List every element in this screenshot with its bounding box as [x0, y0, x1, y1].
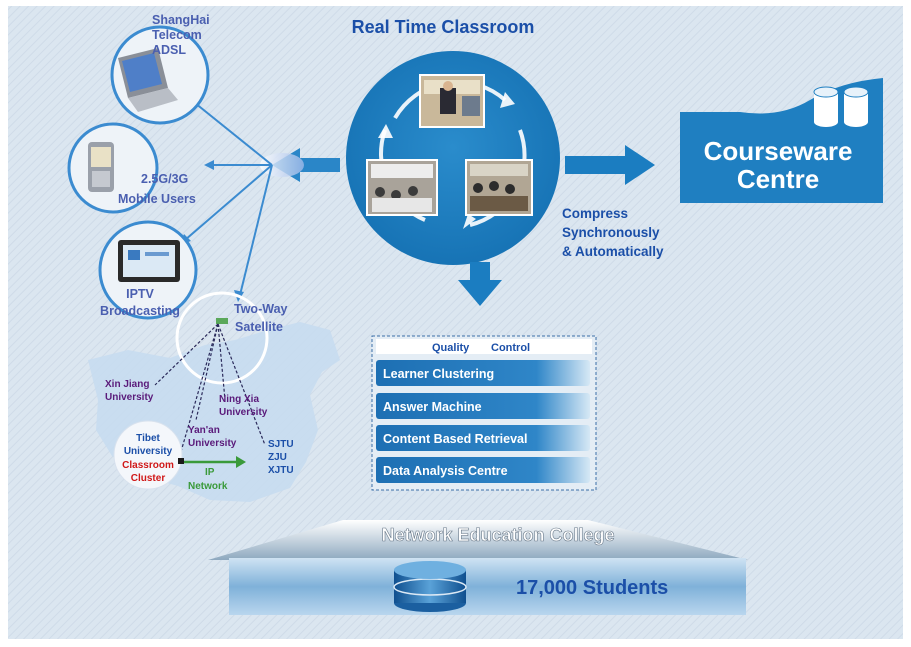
compress-line-2: Synchronously [562, 225, 660, 240]
qc-item-label: Learner Clustering [383, 367, 494, 381]
mobile-line-1: 2.5G/3G [141, 172, 188, 186]
qc-item-label: Content Based Retrieval [383, 432, 527, 446]
qc-item-data-analysis-centre [376, 457, 590, 483]
compress-line-3: & Automatically [562, 244, 664, 259]
cluster-line-2: Cluster [131, 473, 166, 484]
classroom-photo-left [366, 159, 438, 216]
down-arrow-quality-control [458, 262, 502, 306]
satellite-line-1: Two-Way [234, 302, 288, 316]
yanan-line-2: University [188, 438, 237, 449]
satellite-line-2: Satellite [235, 320, 283, 334]
xinjiang-line-1: Xin Jiang [105, 379, 149, 390]
qc-item-answer-machine [376, 393, 590, 419]
tibet-cluster-node: Tibet University Classroom Cluster [113, 420, 183, 490]
ningxia-line-1: Ning Xia [219, 394, 259, 405]
mobile-phone-icon [88, 142, 114, 192]
compress-caption: Compress Synchronously & Automatically [562, 206, 664, 259]
ningxia-line-2: University [219, 407, 268, 418]
qc-item-learner-clustering [376, 360, 590, 386]
courseware-centre-box: Courseware Centre [680, 78, 883, 203]
adsl-line-1: ShangHai [152, 13, 210, 27]
distribution-lines [184, 102, 273, 296]
student-database-icon [393, 561, 467, 612]
qc-header-right: Control [491, 342, 530, 354]
satellite-links [154, 323, 266, 456]
centre-label: Centre [737, 164, 819, 194]
adsl-node: ShangHai Telecom ADSL [110, 13, 210, 125]
classroom-photo-right [465, 159, 533, 216]
ip-line-1: IP [205, 467, 215, 478]
mobile-node: 2.5G/3G Mobile Users [67, 122, 196, 214]
real-time-classroom-circle [346, 51, 560, 265]
quality-control-panel: Quality Control Learner Clustering Answe… [371, 335, 597, 491]
qc-header-left: Quality [432, 342, 470, 354]
classroom-photo-top [419, 74, 485, 128]
courseware-label: Courseware [704, 136, 853, 166]
iptv-node: IPTV Broadcasting [98, 220, 198, 320]
tv-icon [118, 240, 180, 282]
sjtu-label: SJTU [268, 439, 294, 450]
ip-line-2: Network [188, 481, 228, 492]
tibet-line-2: University [124, 446, 173, 457]
students-count: 17,000 Students [516, 577, 668, 599]
iptv-line-2: Broadcasting [100, 304, 180, 318]
yanan-line-1: Yan'an [188, 425, 220, 436]
zju-label: ZJU [268, 452, 287, 463]
network-education-college: Network Education College 17,000 Student… [208, 520, 748, 615]
adsl-line-2: Telecom [152, 28, 202, 42]
diagram-title: Real Time Classroom [352, 17, 535, 37]
adsl-line-3: ADSL [152, 43, 186, 57]
qc-item-label: Data Analysis Centre [383, 464, 508, 478]
database-icon [813, 86, 869, 127]
mobile-line-2: Mobile Users [118, 192, 196, 206]
ip-network-link: IP Network [178, 456, 246, 492]
iptv-line-1: IPTV [126, 287, 154, 301]
xjtu-label: XJTU [268, 465, 294, 476]
right-arrow-courseware [565, 145, 655, 185]
satellite-icon [216, 318, 228, 324]
qc-item-content-based-retrieval [376, 425, 590, 451]
satellite-node: Two-Way Satellite [175, 291, 288, 385]
cluster-line-1: Classroom [122, 460, 174, 471]
laptop-icon [118, 48, 178, 112]
college-title: Network Education College [381, 525, 614, 545]
compress-line-1: Compress [562, 206, 628, 221]
tibet-line-1: Tibet [136, 433, 160, 444]
xinjiang-line-2: University [105, 392, 154, 403]
qc-item-label: Answer Machine [383, 400, 482, 414]
